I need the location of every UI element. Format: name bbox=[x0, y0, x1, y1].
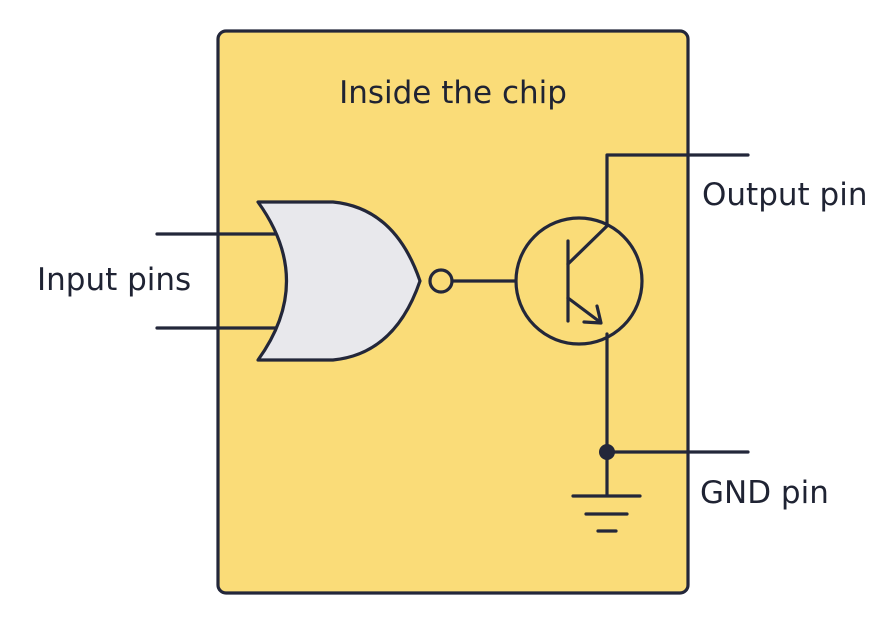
emitter-arrow-icon bbox=[582, 304, 603, 325]
nor-gate-body bbox=[256, 200, 422, 362]
ground-icon bbox=[571, 494, 642, 533]
output-pin-label: Output pin bbox=[702, 177, 867, 213]
input-pins-label: Input pins bbox=[37, 262, 191, 298]
gnd-pin-label: GND pin bbox=[700, 475, 829, 511]
chip-body bbox=[216, 29, 690, 595]
npn-transistor-icon bbox=[514, 216, 644, 346]
transistor-collector bbox=[566, 153, 750, 266]
transistor-emitter bbox=[566, 296, 602, 324]
junction-dot bbox=[599, 444, 615, 460]
inversion-bubble bbox=[428, 268, 454, 294]
chip-title: Inside the chip bbox=[339, 75, 567, 111]
